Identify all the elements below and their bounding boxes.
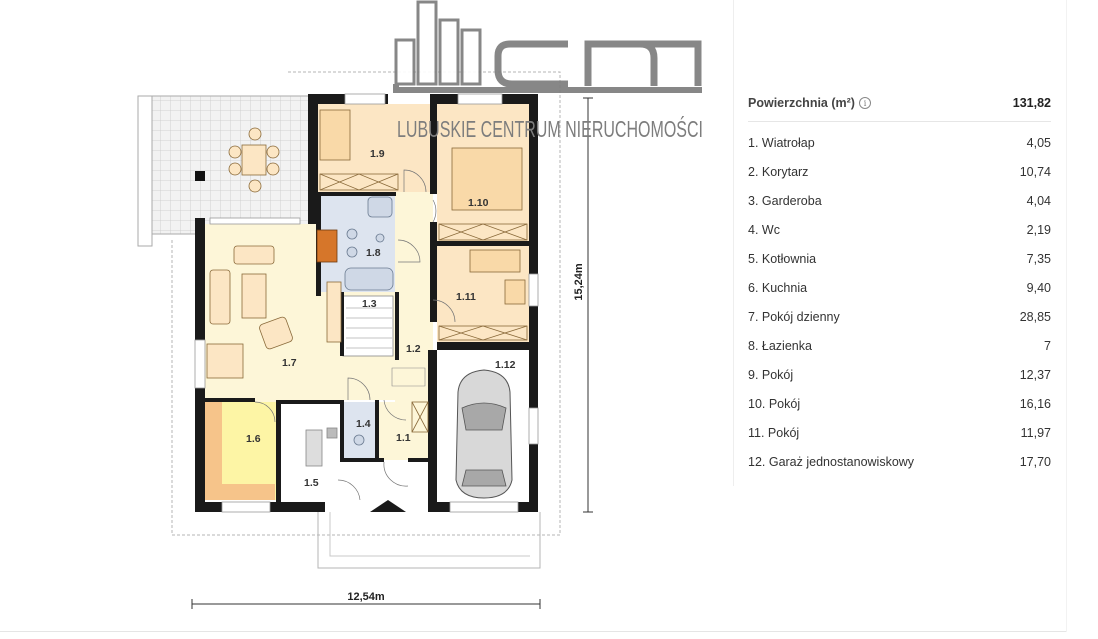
terrace [137, 95, 311, 235]
terrace-table-icon [228, 127, 280, 193]
doors [254, 169, 456, 501]
room-name: 12. Garaż jednostanowiskowy [748, 454, 915, 469]
room-row: 5. Kotłownia 7,35 [748, 244, 1051, 273]
stairs [346, 307, 426, 387]
room-area: 28,85 [1019, 309, 1051, 324]
room-vestibule [378, 402, 432, 460]
info-icon[interactable]: i [858, 97, 871, 109]
room-name: 1. Wiatrołap [748, 135, 815, 150]
room-area: 16,16 [1019, 396, 1051, 411]
room-label-1-12: 1.12 [495, 359, 516, 371]
dimension-width [191, 599, 541, 609]
room-label-1-4: 1.4 [356, 418, 371, 430]
room-wardrobe [342, 295, 394, 357]
living-furniture-icon [206, 245, 342, 379]
room-row: 8. Łazienka 7 [748, 331, 1051, 360]
room-name: 9. Pokój [748, 367, 794, 382]
desk-icon [504, 279, 526, 305]
room-row: 2. Korytarz 10,74 [748, 157, 1051, 186]
dimension-width-label: 12,54m [347, 591, 385, 603]
room-label-1-9: 1.9 [370, 148, 385, 160]
room-area: 12,37 [1019, 367, 1051, 382]
room-label-1-1: 1.1 [396, 432, 411, 444]
room-wc [343, 402, 376, 460]
room-row: 11. Pokój 11,97 [748, 418, 1051, 447]
room-row: 1. Wiatrołap 4,05 [748, 128, 1051, 157]
room-label-1-8: 1.8 [366, 247, 381, 259]
floor-plan-image: 1.1 1.2 1.3 1.4 1.5 1.6 1.7 1.8 1.9 1.10… [137, 0, 703, 609]
room-labels: 1.1 1.2 1.3 1.4 1.5 1.6 1.7 1.8 1.9 1.10… [246, 148, 516, 489]
room-label-1-7: 1.7 [282, 357, 297, 369]
entrance-steps-inner [329, 512, 530, 557]
room-row: 4. Wc 2,19 [748, 215, 1051, 244]
entrance-marker [370, 500, 406, 512]
terrace-post [195, 171, 205, 181]
bed-icon-2 [319, 109, 351, 161]
bed-icon [451, 147, 523, 211]
entrance-steps [317, 512, 541, 569]
room-name: 10. Pokój [748, 396, 801, 411]
panel-right-border [1066, 0, 1067, 632]
room-name: 4. Wc [748, 222, 780, 237]
room-area: 2,19 [1026, 222, 1051, 237]
room-area: 10,74 [1019, 164, 1051, 179]
room-name: 8. Łazienka [748, 338, 812, 353]
car-icon [455, 369, 513, 499]
dimension-height [583, 97, 593, 513]
floor-plan-drawing: 1.1 1.2 1.3 1.4 1.5 1.6 1.7 1.8 1.9 1.10… [137, 0, 703, 609]
room-area: 7 [1044, 338, 1051, 353]
panel-divider [748, 121, 1051, 122]
area-panel: Powierzchnia (m²) i 131,82 1. Wiatrołap 4… [734, 0, 1066, 486]
bed-icon-3 [469, 249, 521, 273]
room-name: 3. Garderoba [748, 193, 822, 208]
bottom-divider [0, 631, 1066, 632]
room-name: 6. Kuchnia [748, 280, 808, 295]
room-label-1-5: 1.5 [304, 477, 319, 489]
kitchen-counter [205, 402, 222, 500]
room-area-list: 1. Wiatrołap 4,05 2. Korytarz 10,74 3. Gar… [748, 128, 1051, 476]
total-area-label-group: Powierzchnia (m²) i [748, 96, 871, 110]
room-label-1-6: 1.6 [246, 433, 261, 445]
room-name: 11. Pokój [748, 425, 800, 440]
total-area-value: 131,82 [1012, 96, 1051, 110]
room-area: 4,04 [1026, 193, 1051, 208]
fireplace-icon [316, 229, 338, 263]
room-label-1-11: 1.11 [456, 291, 476, 303]
wardrobes [319, 173, 528, 433]
room-label-1-3: 1.3 [362, 298, 377, 310]
windows [194, 93, 539, 513]
dimension-height-label: 15,24m [573, 263, 585, 301]
room-name: 7. Pokój dzienny [748, 309, 840, 324]
room-area: 17,70 [1019, 454, 1051, 469]
room-row: 7. Pokój dzienny 28,85 [748, 302, 1051, 331]
room-area: 9,40 [1026, 280, 1051, 295]
room-area: 7,35 [1026, 251, 1051, 266]
room-row: 9. Pokój 12,37 [748, 360, 1051, 389]
company-logo-text: LUBUSKIE CENTRUM NIERUCHOMOŚCI [397, 115, 703, 142]
company-logo [393, 0, 702, 93]
room-row: 6. Kuchnia 9,40 [748, 273, 1051, 302]
bathroom-fixtures-icon [344, 196, 394, 446]
room-label-1-2: 1.2 [406, 343, 421, 355]
room-name: 2. Korytarz [748, 164, 809, 179]
room-label-1-10: 1.10 [468, 197, 489, 209]
room-name: 5. Kotłownia [748, 251, 817, 266]
total-area-row: Powierzchnia (m²) i 131,82 [748, 94, 1051, 112]
boiler-tank-icon [326, 427, 338, 439]
total-area-label: Powierzchnia (m²) [748, 96, 855, 110]
room-area: 4,05 [1026, 135, 1051, 150]
room-row: 10. Pokój 16,16 [748, 389, 1051, 418]
boiler-icon [305, 429, 323, 467]
room-row: 3. Garderoba 4,04 [748, 186, 1051, 215]
terrace-edge [137, 95, 153, 247]
room-row: 12. Garaż jednostanowiskowy 17,70 [748, 447, 1051, 476]
room-area: 11,97 [1020, 425, 1051, 440]
kitchen-counter-bottom [205, 484, 275, 500]
